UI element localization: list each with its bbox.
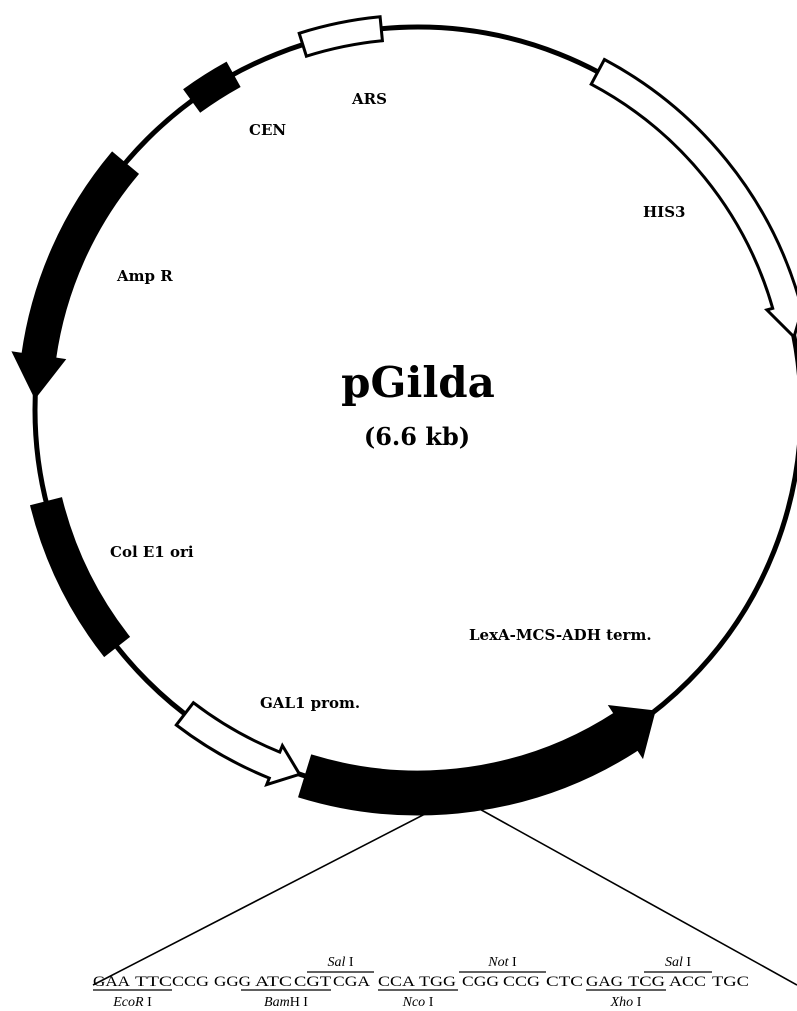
- mcs-codon: GGG: [214, 974, 251, 990]
- mcs-codon: CCG: [503, 974, 540, 990]
- mcs-codon: TCG: [628, 974, 665, 990]
- label-gal1-prom: GAL1 prom.: [260, 694, 360, 712]
- mcs-codon: GAA: [93, 974, 130, 990]
- restriction-site-label: EcoR I: [112, 995, 152, 1010]
- feature-cen: [183, 61, 241, 113]
- mcs-codon: CTC: [546, 974, 583, 990]
- label-ars: ARS: [351, 90, 387, 108]
- mcs-zoom-line-right: [457, 796, 797, 986]
- plasmid-name: pGilda: [341, 358, 495, 407]
- mcs-codon: TTC: [135, 974, 172, 990]
- feature-gal1-prom: [174, 700, 302, 787]
- restriction-site-label: Nco I: [402, 995, 434, 1010]
- restriction-site-label: Sal I: [665, 955, 691, 970]
- mcs-codon: CCA: [378, 974, 415, 990]
- mcs-codon: TGC: [712, 974, 749, 990]
- restriction-site-label: Not I: [487, 955, 517, 970]
- plasmid-size: (6.6 kb): [364, 422, 470, 451]
- feature-his3: [589, 57, 797, 340]
- mcs-codon: CGG: [462, 974, 499, 990]
- mcs-codon: GAG: [586, 974, 623, 990]
- label-lexa-mcs-adh: LexA-MCS-ADH term.: [469, 626, 652, 644]
- feature-amp-r: [11, 151, 140, 400]
- feature-col-e1-ori: [29, 497, 131, 658]
- mcs-codon: ATC: [255, 974, 292, 990]
- restriction-site-label: BamH I: [264, 995, 308, 1010]
- label-cen: CEN: [249, 121, 286, 139]
- mcs-codon: TGG: [419, 974, 456, 990]
- feature-ars: [297, 15, 385, 59]
- mcs-codon: CCG: [172, 974, 209, 990]
- feature-lexa-mcs-adh-term: [298, 705, 656, 816]
- restriction-site-label: Xho I: [610, 995, 642, 1010]
- mcs-codon: CGA: [333, 974, 370, 990]
- mcs-zoom-line-left: [92, 796, 459, 986]
- label-his3: HIS3: [643, 203, 685, 221]
- mcs-codon: ACC: [669, 974, 706, 990]
- label-amp-r: Amp R: [116, 267, 173, 285]
- restriction-site-label: Sal I: [327, 955, 353, 970]
- mcs-codon: CGT: [294, 974, 331, 990]
- label-col-e1-ori: Col E1 ori: [110, 543, 194, 561]
